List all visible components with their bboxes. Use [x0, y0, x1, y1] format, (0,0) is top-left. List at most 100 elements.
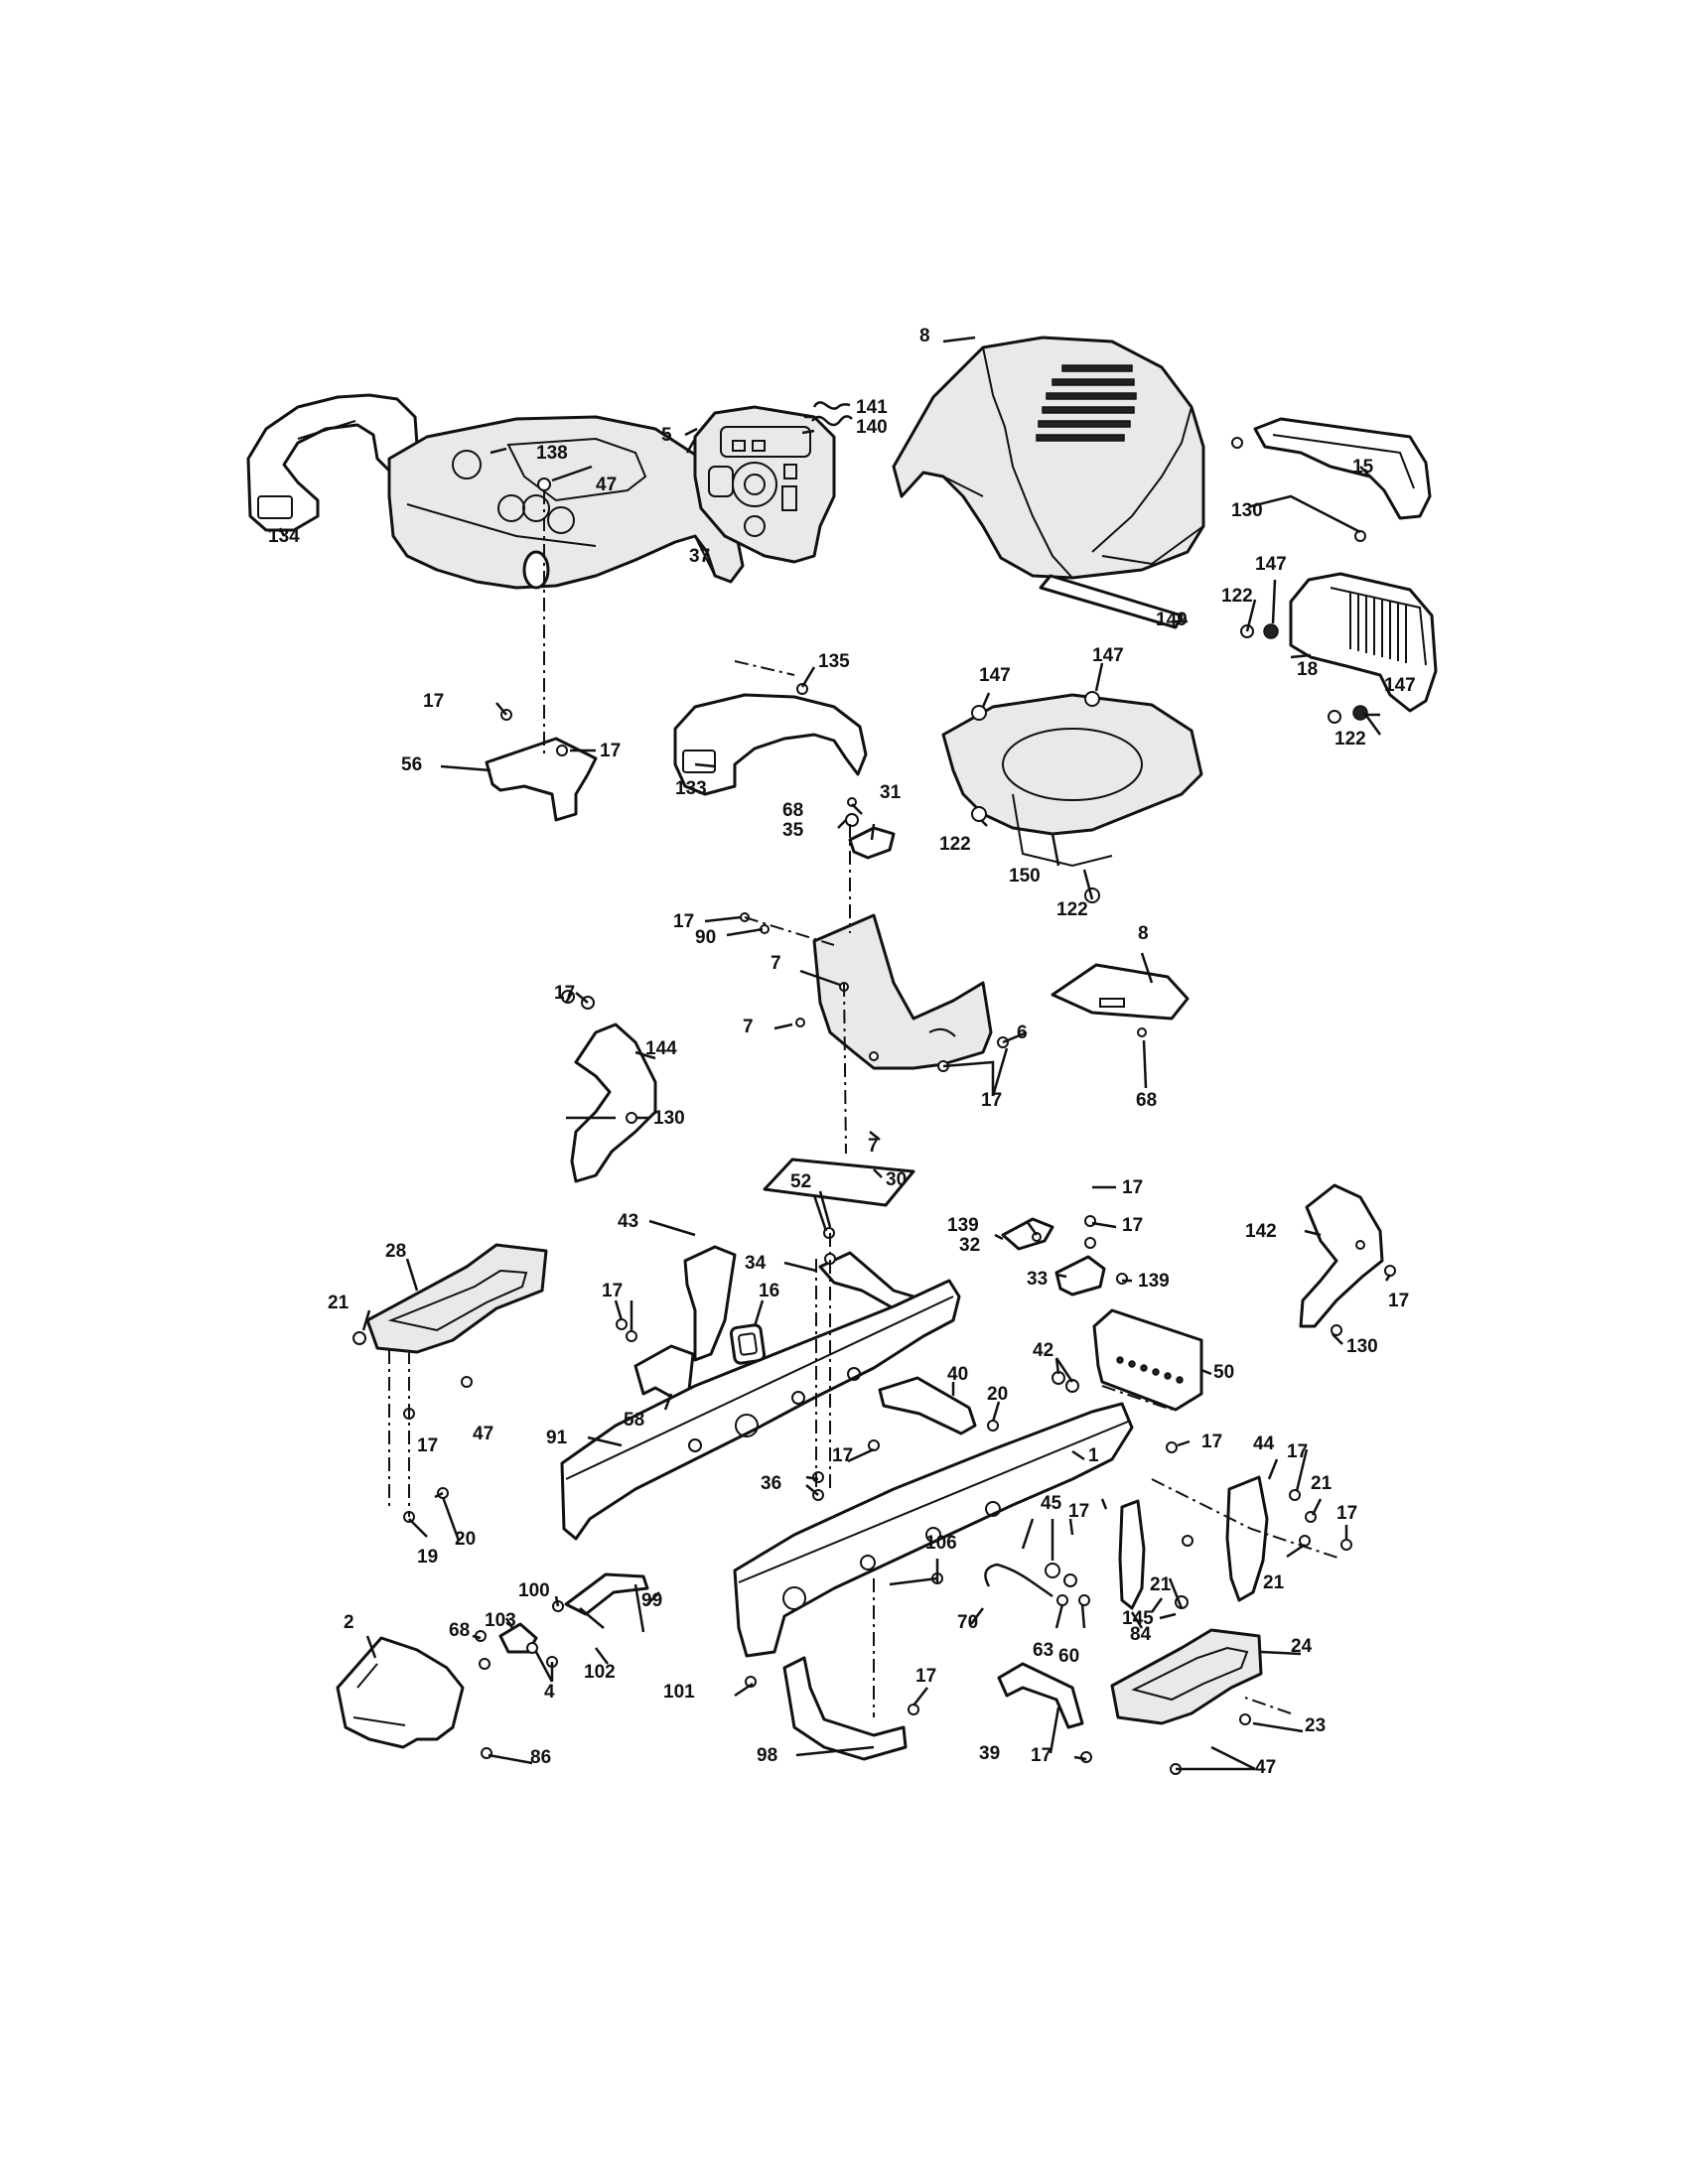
- part-6-support-panel: [812, 913, 993, 1070]
- label-91: 91: [546, 1428, 568, 1448]
- label-37: 37: [689, 546, 710, 567]
- part-2-bracket: [336, 1636, 465, 1749]
- label-20: 20: [987, 1384, 1008, 1405]
- label-17p: 17: [915, 1666, 936, 1687]
- label-147: 147: [1255, 554, 1287, 575]
- label-139b: 139: [1138, 1271, 1170, 1292]
- label-102: 102: [584, 1662, 616, 1683]
- label-14: 8: [919, 326, 930, 346]
- label-17q: 17: [1031, 1745, 1052, 1766]
- label-28: 28: [385, 1241, 406, 1262]
- label-138: 138: [536, 443, 568, 464]
- label-17c: 17: [673, 911, 694, 932]
- label-17i: 17: [602, 1281, 623, 1301]
- label-23: 23: [1305, 1715, 1326, 1736]
- label-99: 99: [641, 1590, 662, 1611]
- label-17h: 17: [1388, 1291, 1409, 1311]
- label-139: 139: [947, 1215, 979, 1236]
- label-68b: 68: [1136, 1090, 1157, 1111]
- label-47: 47: [596, 475, 617, 495]
- label-2: 2: [344, 1612, 354, 1633]
- label-133: 133: [675, 778, 707, 799]
- label-106: 106: [925, 1533, 957, 1554]
- part-16-grommet: [729, 1323, 767, 1365]
- label-130b: 130: [653, 1108, 685, 1129]
- part-142-bracket: [1299, 1183, 1384, 1328]
- label-4: 4: [544, 1682, 555, 1703]
- part-18-grille: [1289, 572, 1438, 713]
- label-17b: 17: [600, 741, 621, 761]
- label-5: 5: [661, 425, 672, 446]
- label-52: 52: [790, 1171, 811, 1192]
- label-18: 18: [1297, 659, 1318, 680]
- part-149-strip: [1039, 574, 1184, 629]
- label-7c: 7: [868, 1136, 879, 1157]
- label-147b: 147: [979, 665, 1011, 686]
- label-56: 58: [624, 1410, 644, 1431]
- label-42: 42: [1033, 1340, 1053, 1361]
- part-134-fender-left: [246, 393, 419, 532]
- label-145: 145: [1122, 1608, 1154, 1629]
- part-144-bracket: [570, 1023, 657, 1183]
- label-101: 101: [663, 1682, 695, 1703]
- label-43: 43: [618, 1211, 638, 1232]
- part-37-fender: [387, 415, 745, 590]
- alignment-lines: [388, 490, 1341, 1717]
- part-33-bracket: [1054, 1255, 1106, 1297]
- label-135: 135: [818, 651, 850, 672]
- label-149: 149: [1156, 610, 1188, 630]
- label-6: 6: [1017, 1023, 1028, 1043]
- label-17: 17: [423, 691, 444, 712]
- label-40: 40: [947, 1364, 968, 1385]
- label-122: 122: [1221, 586, 1253, 607]
- label-147c: 147: [1092, 645, 1124, 666]
- part-140-141-springs: [811, 401, 853, 427]
- part-28-footrest: [365, 1243, 548, 1354]
- label-47b: 47: [473, 1424, 493, 1444]
- label-21d: 21: [1263, 1572, 1285, 1593]
- part-43-bracket: [683, 1245, 737, 1362]
- label-98: 98: [757, 1745, 777, 1766]
- part-24-footrest: [1110, 1628, 1263, 1725]
- part-15-grille-frame: [1253, 417, 1432, 520]
- label-17d: 17: [554, 983, 575, 1004]
- label-21: 21: [328, 1293, 350, 1313]
- label-7: 7: [771, 953, 781, 974]
- label-90: 90: [695, 927, 716, 948]
- leader-lines: [278, 336, 1392, 1771]
- label-44: 44: [1253, 1433, 1275, 1454]
- part-150-seat-pan: [941, 693, 1203, 868]
- label-103: 103: [485, 1610, 516, 1631]
- callout-labels: 8 141 140 5 138 47 134 15 130 37 147 122…: [268, 326, 1416, 1778]
- label-21c: 21: [1150, 1574, 1172, 1595]
- part-1-frame: [733, 1402, 1134, 1658]
- part-5-dash-panel: [693, 405, 836, 564]
- label-144: 144: [645, 1038, 677, 1059]
- label-33: 33: [1027, 1269, 1048, 1290]
- label-35: 35: [782, 820, 804, 841]
- part-58-bracket: [485, 737, 598, 822]
- label-24: 24: [1291, 1636, 1313, 1657]
- part-102-spring: [579, 1607, 605, 1629]
- label-32: 32: [959, 1235, 980, 1256]
- label-17m: 17: [417, 1435, 438, 1456]
- part-8-plate: [1051, 963, 1190, 1021]
- part-91-frame-rail: [560, 1279, 961, 1541]
- part-84-bracket: [1118, 1499, 1146, 1610]
- part-39-bracket: [997, 1662, 1084, 1729]
- part-14-hood: [892, 336, 1205, 580]
- part-44-bracket: [1225, 1475, 1269, 1602]
- label-17g: 17: [1122, 1215, 1143, 1236]
- label-19: 19: [417, 1547, 438, 1568]
- label-17o: 17: [1336, 1503, 1357, 1524]
- label-84: 84: [1130, 1624, 1152, 1645]
- label-130: 130: [1231, 500, 1263, 521]
- label-68: 68: [782, 800, 803, 821]
- part-98-shield: [782, 1656, 908, 1761]
- label-60: 60: [1058, 1646, 1079, 1667]
- label-45: 45: [1041, 1493, 1062, 1514]
- label-86: 86: [530, 1747, 551, 1768]
- label-15: 15: [1352, 457, 1374, 478]
- part-99-rod: [564, 1572, 649, 1633]
